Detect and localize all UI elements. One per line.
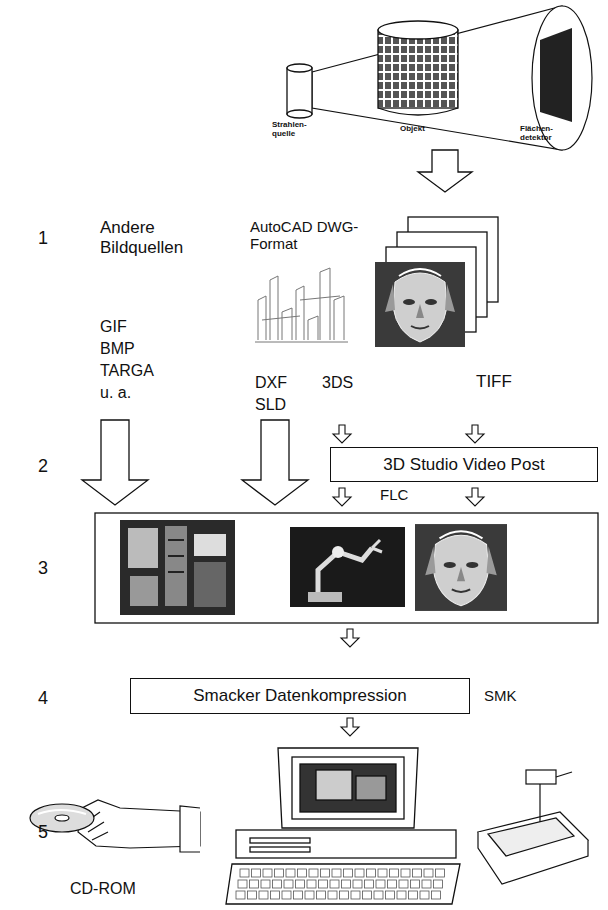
keyboard-keys bbox=[236, 869, 445, 899]
hollow-arrow bbox=[82, 420, 148, 505]
box-text: Smacker Datenkompression bbox=[193, 686, 407, 706]
computer bbox=[226, 748, 460, 904]
format-label: SMK bbox=[484, 687, 517, 704]
source-label: Andere Bildquellen bbox=[100, 218, 210, 257]
process-box: 3D Studio Video Post bbox=[330, 447, 598, 482]
row-number: 2 bbox=[38, 456, 48, 477]
format-label: SLD bbox=[255, 396, 286, 414]
source-label: AutoCAD DWG-Format bbox=[250, 218, 360, 253]
hollow-arrow bbox=[418, 150, 472, 192]
ct-setup bbox=[287, 6, 592, 150]
format-label: TIFF bbox=[476, 372, 512, 392]
face-image bbox=[415, 524, 507, 611]
part-label: Strahlen- quelle bbox=[272, 120, 318, 138]
format-label: FLC bbox=[380, 486, 408, 503]
row-number: 3 bbox=[38, 558, 48, 579]
format-label: 3DS bbox=[322, 374, 353, 392]
machine-image bbox=[120, 520, 235, 615]
cad-drawing bbox=[255, 268, 348, 342]
process-box: Smacker Datenkompression bbox=[130, 678, 470, 714]
format-label: u. a. bbox=[100, 384, 131, 402]
robot-image bbox=[290, 527, 405, 607]
animation-panel bbox=[95, 513, 598, 623]
row-number: 5 bbox=[38, 822, 48, 843]
format-label: GIF bbox=[100, 318, 127, 336]
overhead-projector bbox=[478, 770, 588, 884]
part-label: Objekt bbox=[400, 124, 425, 133]
part-label: Flächen- detektor bbox=[520, 124, 562, 142]
hand-cd bbox=[30, 800, 200, 852]
format-label: BMP bbox=[100, 340, 135, 358]
hollow-arrow bbox=[242, 420, 308, 505]
format-label: DXF bbox=[255, 374, 287, 392]
media-label: CD-ROM bbox=[70, 880, 136, 898]
format-label: TARGA bbox=[100, 362, 154, 380]
row-number: 1 bbox=[38, 228, 48, 249]
row-number: 4 bbox=[38, 688, 48, 709]
tiff-stack bbox=[375, 217, 498, 347]
box-text: 3D Studio Video Post bbox=[383, 455, 544, 475]
